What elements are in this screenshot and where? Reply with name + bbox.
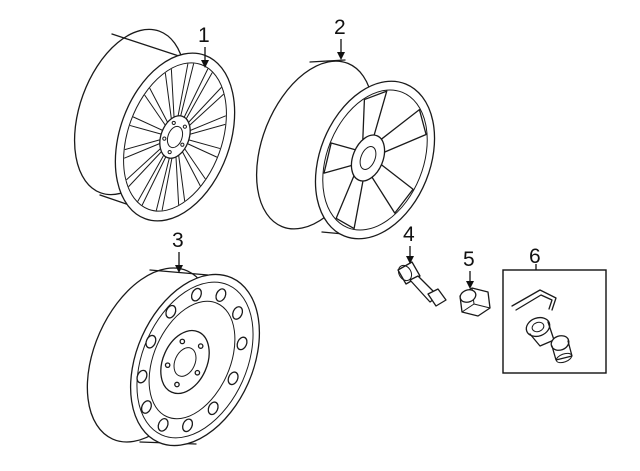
lug-nut[interactable] (458, 287, 491, 317)
wheel-2-spokes (323, 90, 427, 230)
wheel-3-lug-holes (164, 338, 204, 388)
wheel-3-vent-holes (136, 287, 248, 433)
wheel-1-lug-holes (162, 120, 187, 155)
callout-5: 5 (463, 248, 475, 271)
callout-1: 1 (198, 24, 210, 47)
steel-spare-wheel[interactable] (62, 249, 284, 466)
wheel-1-spokes (124, 63, 226, 211)
alloy-wheel-five-spoke[interactable] (234, 44, 457, 257)
callout-labels: 1 2 3 4 5 6 (172, 16, 541, 289)
kit-box-outline (502, 269, 607, 374)
callout-4: 4 (403, 223, 415, 246)
wheel-lock-kit[interactable] (502, 269, 607, 374)
valve-stem[interactable] (396, 261, 447, 307)
alloy-wheel-multi-spoke[interactable] (54, 14, 257, 237)
callout-3: 3 (172, 229, 184, 252)
callout-6: 6 (529, 245, 541, 268)
callout-2: 2 (334, 16, 346, 39)
